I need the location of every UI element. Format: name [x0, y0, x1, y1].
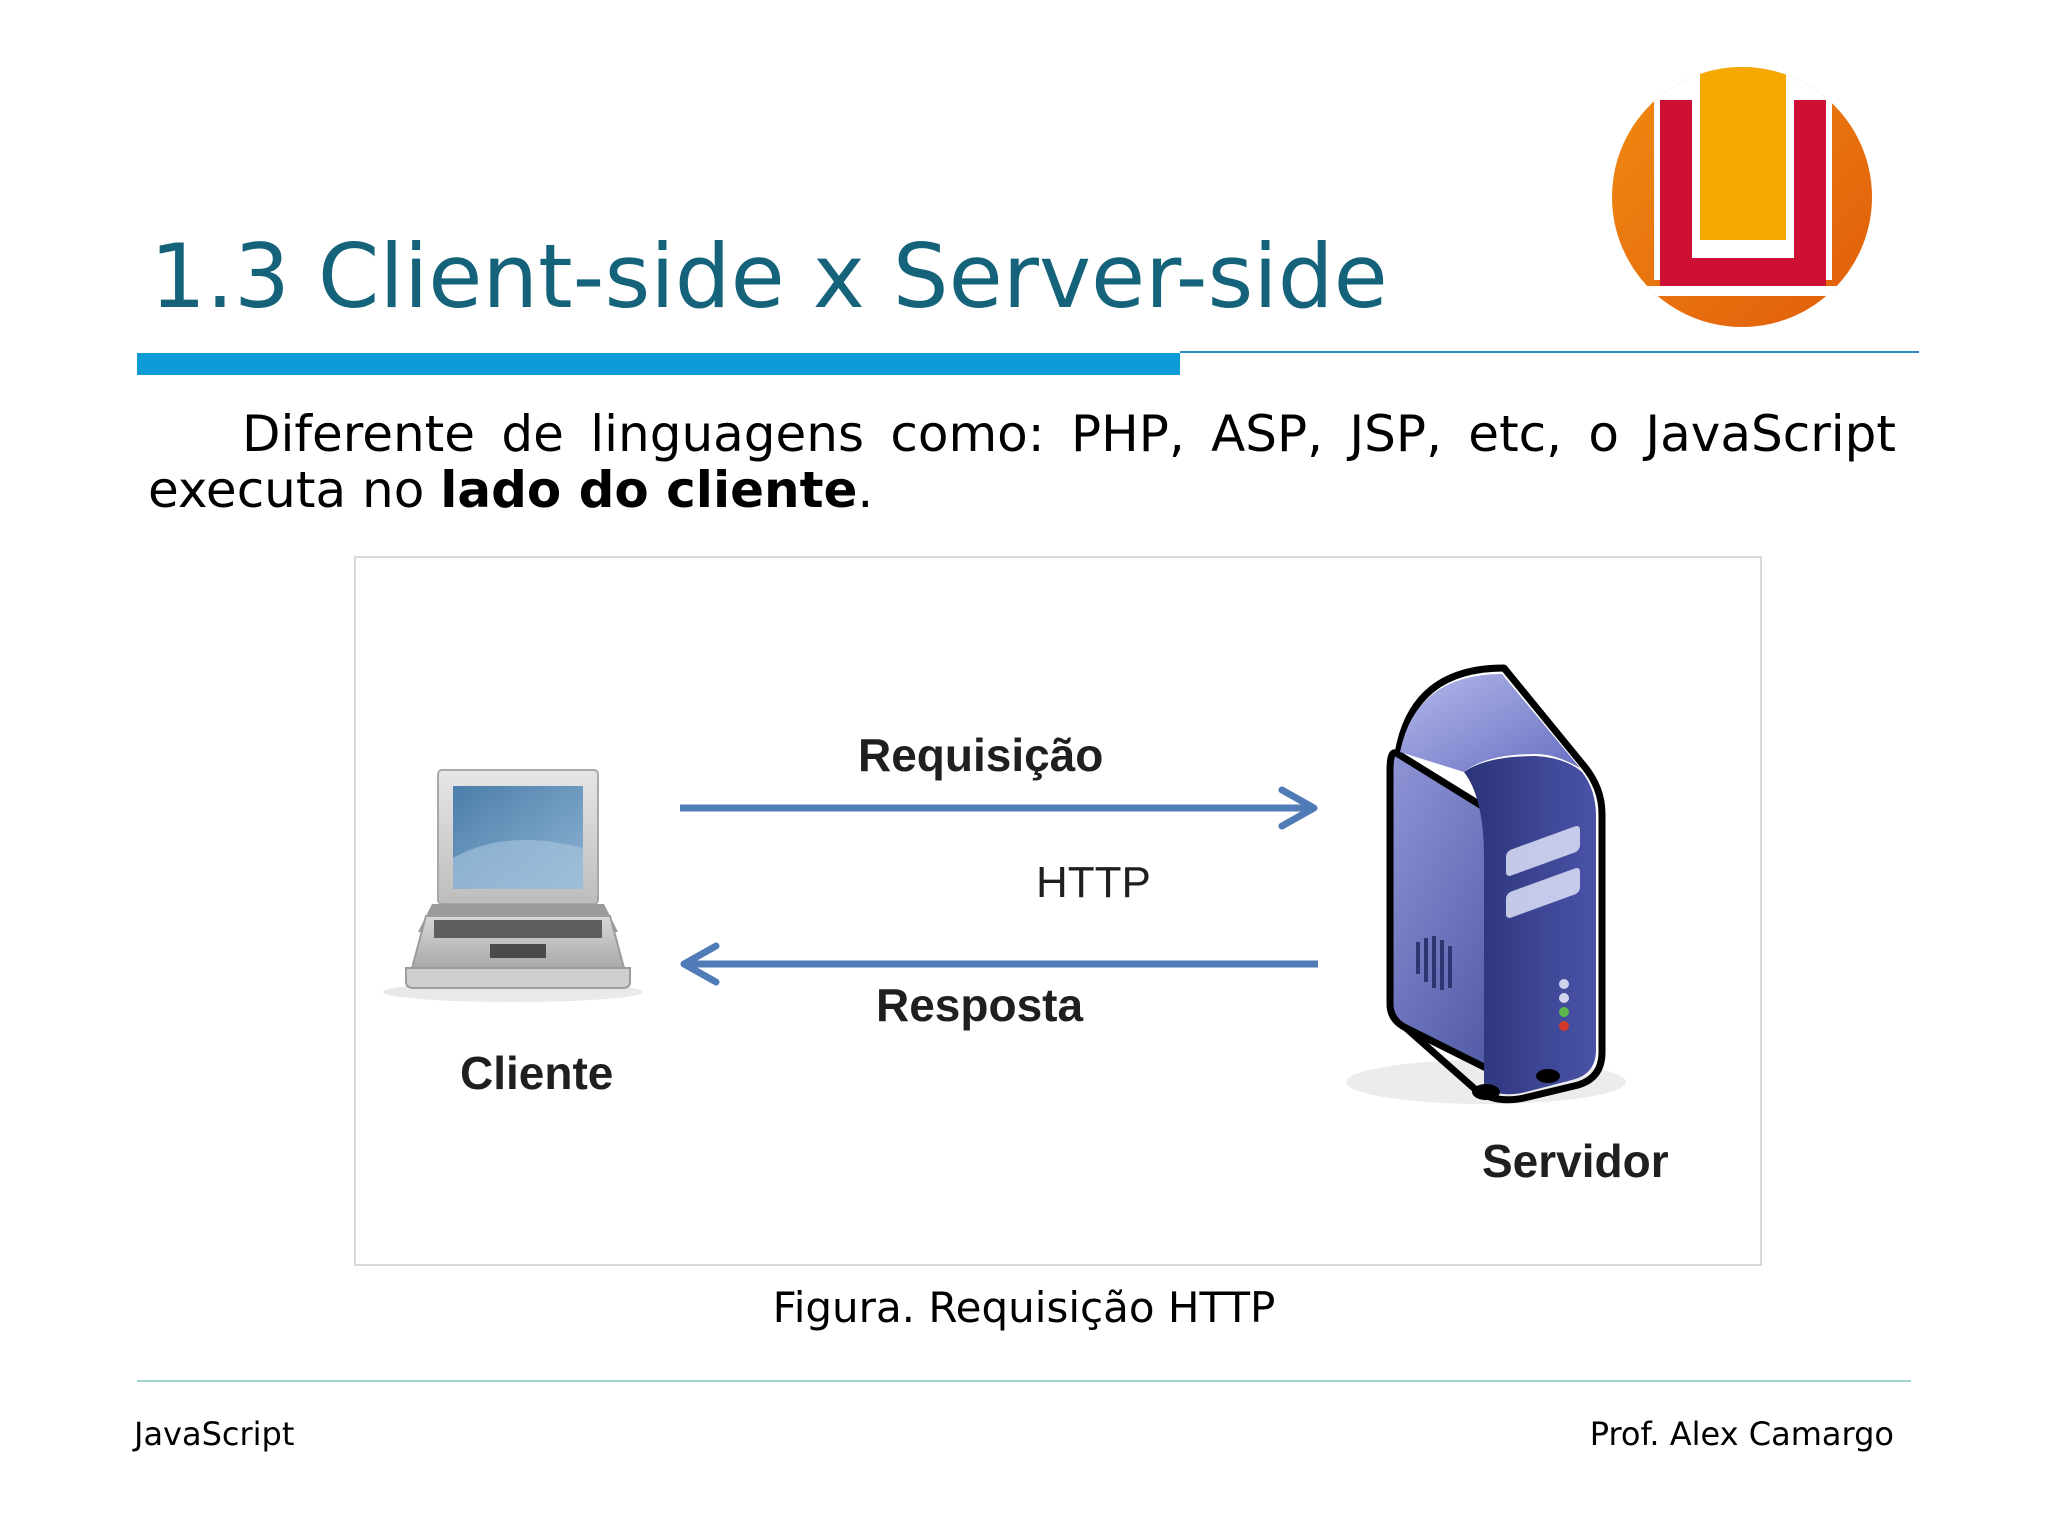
university-logo [1612, 67, 1872, 327]
title-underline-thick [137, 353, 1180, 375]
figure-caption: Figura. Requisição HTTP [772, 1283, 1276, 1332]
client-label: Cliente [460, 1047, 614, 1099]
body-text-bold: lado do cliente [440, 461, 858, 519]
response-label: Resposta [876, 979, 1084, 1031]
response-arrow [680, 942, 1318, 986]
title-underline-thin [1180, 351, 1919, 353]
footer-divider [137, 1380, 1911, 1382]
http-label: HTTP [1036, 858, 1151, 907]
footer-course: JavaScript [134, 1415, 295, 1453]
body-text-part2: . [857, 461, 874, 519]
laptop-icon [383, 769, 643, 1002]
request-arrow [680, 786, 1318, 830]
footer-author: Prof. Alex Camargo [1589, 1415, 1894, 1453]
request-label: Requisição [858, 729, 1104, 781]
body-paragraph: Diferente de linguagens como: PHP, ASP, … [148, 406, 1896, 518]
server-icon [1346, 664, 1626, 1104]
body-text-part1: Diferente de linguagens como: PHP, ASP, … [148, 405, 1896, 519]
http-diagram-figure: Requisição HTTP Resposta Cliente Servido… [354, 556, 1762, 1266]
slide-title: 1.3 Client-side x Server-side [150, 225, 1388, 328]
http-diagram [383, 664, 1626, 1104]
server-label: Servidor [1482, 1135, 1669, 1187]
